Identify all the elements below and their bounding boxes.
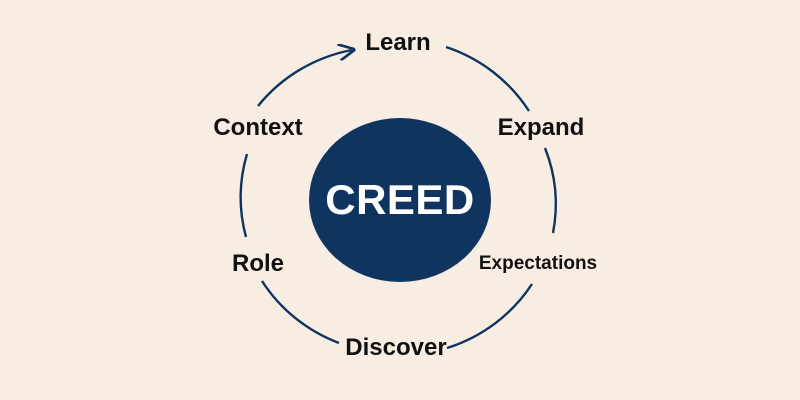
arc-learn-expand [445,45,531,112]
center-label: CREED [325,176,475,223]
node-context: Context [213,114,303,141]
node-expand: Expand [497,114,585,141]
arc-discover-role [260,280,340,345]
center-circle: CREED [309,118,491,282]
arc-expand-expectations [543,147,557,234]
arc-context-learn [257,50,352,107]
node-learn: Learn [365,29,431,56]
node-discover: Discover [345,334,447,361]
node-role: Role [231,250,285,277]
arc-role-context [239,153,249,238]
arc-expectations-discover [446,283,534,350]
node-expectations: Expectations [478,253,598,274]
